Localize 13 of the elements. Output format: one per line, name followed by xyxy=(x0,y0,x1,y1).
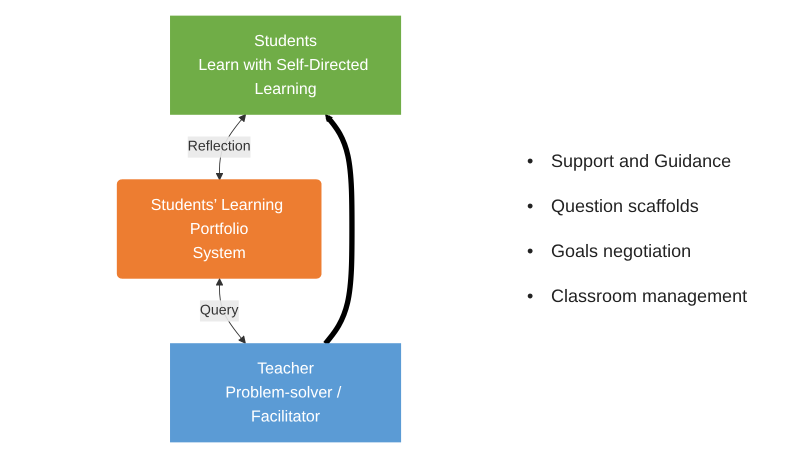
list-item-text: • xyxy=(527,151,534,172)
list-item-text: Classroom management xyxy=(551,286,748,307)
edge-label: Reflection xyxy=(187,139,250,154)
list-item-text: Goals negotiation xyxy=(551,241,692,262)
list-item-text: Question scaffolds xyxy=(551,196,700,217)
edge-label: Query xyxy=(199,302,238,318)
list-item-text: • xyxy=(527,196,534,217)
node-box: Teacher Problem-solver / Facilitator xyxy=(170,343,401,442)
node-box: Students Learn with Self-Directed Learning xyxy=(170,16,401,115)
list-item-text: • xyxy=(527,286,534,307)
list-item-text: Support and Guidance xyxy=(551,151,732,172)
list-item-text: • xyxy=(527,241,534,262)
arrow xyxy=(322,114,354,346)
